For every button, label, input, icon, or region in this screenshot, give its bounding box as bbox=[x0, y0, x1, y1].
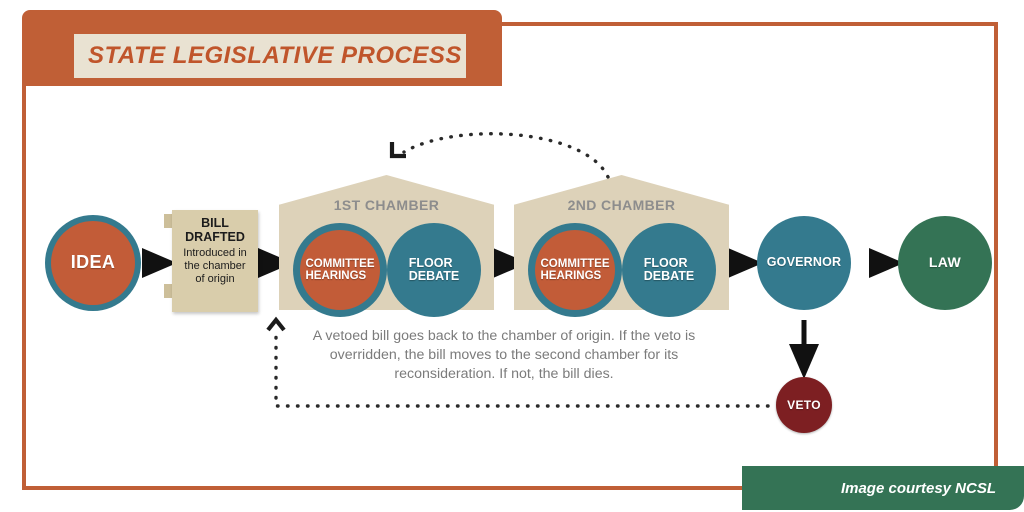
node-chamber-1[interactable]: 1ST CHAMBER COMMITTEE HEARINGS FLOOR DEB… bbox=[279, 175, 494, 317]
title-banner-inner: STATE LEGISLATIVE PROCESS bbox=[74, 34, 466, 78]
node-idea[interactable]: IDEA bbox=[45, 215, 141, 311]
node-chamber-1-floor[interactable]: FLOOR DEBATE bbox=[387, 223, 481, 317]
node-chamber-2-committee-label: COMMITTEE HEARINGS bbox=[540, 257, 610, 282]
node-veto[interactable]: VETO bbox=[776, 377, 832, 433]
node-chamber-2-committee[interactable]: COMMITTEE HEARINGS bbox=[528, 223, 622, 317]
node-chamber-2-floor-label: FLOOR DEBATE bbox=[643, 255, 695, 283]
document-shape bbox=[172, 210, 258, 312]
node-chamber-1-floor-label: FLOOR DEBATE bbox=[408, 255, 460, 283]
node-veto-label: VETO bbox=[787, 397, 821, 412]
node-bill-text: BILL DRAFTED Introduced in the chamber o… bbox=[172, 216, 258, 287]
node-chamber-2-committee-inner: COMMITTEE HEARINGS bbox=[535, 230, 615, 310]
node-chamber-1-label: 1ST CHAMBER bbox=[333, 197, 440, 213]
node-governor-label: GOVERNOR bbox=[766, 255, 842, 270]
node-idea-label: IDEA bbox=[70, 252, 116, 273]
page-title: STATE LEGISLATIVE PROCESS bbox=[88, 42, 462, 69]
node-chamber-2-label: 2ND CHAMBER bbox=[567, 197, 676, 213]
credit-text: Image courtesy NCSL bbox=[840, 479, 996, 497]
node-idea-inner: IDEA bbox=[51, 221, 135, 305]
node-chamber-1-committee[interactable]: COMMITTEE HEARINGS bbox=[293, 223, 387, 317]
node-bill-subtitle: Introduced in the chamber of origin bbox=[183, 247, 247, 286]
veto-explanation-caption: A vetoed bill goes back to the chamber o… bbox=[312, 328, 696, 383]
credit-bar: Image courtesy NCSL bbox=[742, 466, 1024, 510]
node-governor[interactable]: GOVERNOR bbox=[757, 216, 851, 310]
node-law-label: LAW bbox=[928, 254, 962, 271]
node-chamber-1-committee-label: COMMITTEE HEARINGS bbox=[305, 257, 375, 282]
node-bill-drafted[interactable]: BILL DRAFTED Introduced in the chamber o… bbox=[164, 210, 258, 312]
title-banner: STATE LEGISLATIVE PROCESS bbox=[22, 10, 502, 86]
node-chamber-2-floor[interactable]: FLOOR DEBATE bbox=[622, 223, 716, 317]
node-chamber-1-committee-inner: COMMITTEE HEARINGS bbox=[300, 230, 380, 310]
node-bill-title: BILL DRAFTED bbox=[185, 216, 245, 244]
node-law[interactable]: LAW bbox=[898, 216, 992, 310]
node-chamber-2[interactable]: 2ND CHAMBER COMMITTEE HEARINGS FLOOR DEB… bbox=[514, 175, 729, 317]
